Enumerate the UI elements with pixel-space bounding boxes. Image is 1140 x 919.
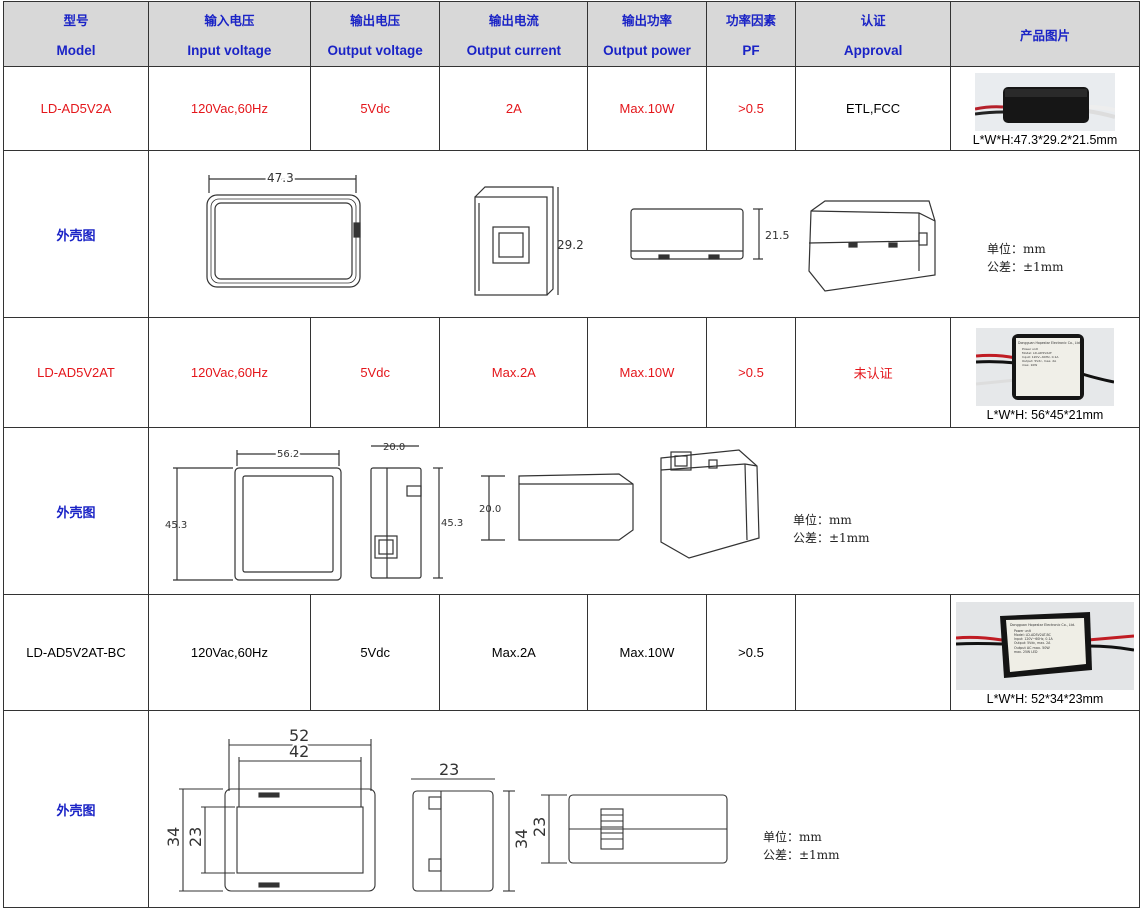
- model-cell: LD-AD5V2A: [3, 66, 149, 151]
- svg-text:max. 10W: max. 10W: [1022, 363, 1037, 367]
- housing-drawing: 52 42 34 23 23 34 23 单位：mm 公差：±1mm: [164, 726, 840, 892]
- dim-width-side: 34: [512, 829, 531, 849]
- product-dimensions: L*W*H: 52*34*23mm: [986, 691, 1104, 706]
- spec-table: 型号 Model 输入电压 Input voltage 输出电压 Output …: [3, 1, 1140, 908]
- unit-note: 单位：mm: [763, 829, 822, 844]
- pf-cell: >0.5: [705, 594, 797, 711]
- approval-cell: ETL,FCC: [795, 66, 951, 151]
- dim-length: 47.3: [267, 171, 294, 185]
- input-cell: 120Vac,60Hz: [148, 594, 311, 711]
- tolerance-note: 公差：±1mm: [987, 260, 1064, 274]
- table-row: LD-AD5V2AT-BC 120Vac,60Hz 5Vdc Max.2A Ma…: [3, 594, 1140, 711]
- svg-text:Dongguan Hopestar Electronic C: Dongguan Hopestar Electronic Co., Ltd.: [1010, 623, 1075, 627]
- housing-drawing: 47.3 29.2 21.5 单位：mm 公差：±1mm: [206, 169, 1064, 296]
- drawing-label: 外壳图: [3, 427, 149, 595]
- svg-text:Dongguan Hopestar Electronic C: Dongguan Hopestar Electronic Co., Ltd.: [1018, 341, 1081, 345]
- output-current-cell: Max.2A: [439, 594, 589, 711]
- model-cell: LD-AD5V2AT: [3, 317, 149, 428]
- header-photo: 产品图片: [949, 1, 1140, 67]
- dim-length-outer: 52: [289, 726, 309, 745]
- dim-height-top: 23: [530, 817, 549, 837]
- product-photo-cell: Dongguan Hopestar Electronic Co., Ltd. P…: [949, 317, 1140, 428]
- header-output-power: 输出功率 Output power: [587, 1, 707, 67]
- svg-text:Input: 120V~60Hz, 0.1A: Input: 120V~60Hz, 0.1A: [1022, 355, 1059, 359]
- output-voltage-cell: 5Vdc: [309, 317, 441, 428]
- svg-text:Output: 5Vdc, max. 2A: Output: 5Vdc, max. 2A: [1022, 359, 1057, 363]
- dim-height-side: 20.0: [383, 442, 405, 453]
- housing-drawing-cell: 52 42 34 23 23 34 23 单位：mm 公差：±1mm: [148, 710, 1140, 908]
- product-photo-cell: L*W*H:47.3*29.2*21.5mm: [949, 66, 1140, 151]
- drawing-label: 外壳图: [3, 710, 149, 908]
- dim-width-side: 45.3: [441, 518, 463, 529]
- approval-cell: 未认证: [795, 317, 951, 428]
- product-photo-cell: Dongguan Hopestar Electronic Co., Ltd. P…: [949, 594, 1140, 711]
- dim-length: 56.2: [277, 449, 299, 460]
- pf-cell: >0.5: [705, 66, 797, 151]
- drawing-row: 外壳图: [3, 427, 1140, 595]
- svg-text:Input: 120V~60Hz, 0.1A: Input: 120V~60Hz, 0.1A: [1014, 637, 1053, 641]
- output-current-cell: 2A: [439, 66, 589, 151]
- product-dimensions: L*W*H:47.3*29.2*21.5mm: [972, 132, 1118, 147]
- header-pf: 功率因素 PF: [705, 1, 797, 67]
- svg-text:Output AC max. 50W: Output AC max. 50W: [1014, 646, 1050, 650]
- product-dimensions: L*W*H: 56*45*21mm: [986, 407, 1104, 422]
- svg-text:Output: 5Vdc, max. 2A: Output: 5Vdc, max. 2A: [1014, 641, 1051, 645]
- svg-text:Model: LD-AD5V2AT: Model: LD-AD5V2AT: [1022, 351, 1052, 355]
- header-output-voltage: 输出电压 Output voltage: [309, 1, 441, 67]
- dim-width-inner: 23: [186, 827, 205, 847]
- drawing-row: 外壳图: [3, 150, 1140, 318]
- tolerance-note: 公差：±1mm: [763, 848, 840, 862]
- output-voltage-cell: 5Vdc: [309, 66, 441, 151]
- housing-drawing-cell: 47.3 29.2 21.5 单位：mm 公差：±1mm: [148, 150, 1140, 318]
- table-row: LD-AD5V2AT 120Vac,60Hz 5Vdc Max.2A Max.1…: [3, 317, 1140, 428]
- input-cell: 120Vac,60Hz: [148, 66, 311, 151]
- table-row: LD-AD5V2A 120Vac,60Hz 5Vdc 2A Max.10W >0…: [3, 66, 1140, 151]
- header-approval: 认证 Approval: [795, 1, 951, 67]
- tolerance-note: 公差：±1mm: [793, 531, 870, 545]
- dim-width-outer: 34: [164, 827, 183, 847]
- output-voltage-cell: 5Vdc: [309, 594, 441, 711]
- pf-cell: >0.5: [705, 317, 797, 428]
- housing-drawing-cell: 56.2 20.0 45.3 45.3 20.0 单位：mm 公差：±1mm: [148, 427, 1140, 595]
- output-current-cell: Max.2A: [439, 317, 589, 428]
- svg-text:max. 25W LED: max. 25W LED: [1014, 650, 1038, 654]
- product-photo: Dongguan Hopestar Electronic Co., Ltd. P…: [955, 601, 1134, 690]
- svg-text:Power unit: Power unit: [1014, 629, 1032, 633]
- product-photo: [974, 72, 1115, 131]
- svg-text:Model: LD-AD5V2AT-BC: Model: LD-AD5V2AT-BC: [1014, 633, 1052, 637]
- header-row: 型号 Model 输入电压 Input voltage 输出电压 Output …: [3, 1, 1140, 67]
- dim-thickness: 23: [439, 760, 459, 779]
- dim-width: 29.2: [557, 238, 584, 252]
- header-input-voltage: 输入电压 Input voltage: [148, 1, 311, 67]
- output-power-cell: Max.10W: [587, 66, 707, 151]
- svg-text:Power unit: Power unit: [1022, 347, 1039, 351]
- approval-cell: [795, 594, 951, 711]
- header-model: 型号 Model: [3, 1, 149, 67]
- unit-note: 单位：mm: [793, 512, 852, 527]
- input-cell: 120Vac,60Hz: [148, 317, 311, 428]
- header-output-current: 输出电流 Output current: [439, 1, 589, 67]
- output-power-cell: Max.10W: [587, 594, 707, 711]
- dim-length-inner: 42: [289, 742, 309, 761]
- drawing-row: 外壳图: [3, 710, 1140, 908]
- output-power-cell: Max.10W: [587, 317, 707, 428]
- dim-height: 21.5: [765, 229, 790, 242]
- unit-note: 单位：mm: [987, 241, 1046, 256]
- dim-width: 45.3: [165, 520, 187, 531]
- dim-height-top: 20.0: [479, 504, 501, 515]
- product-photo: Dongguan Hopestar Electronic Co., Ltd. P…: [975, 327, 1114, 406]
- model-cell: LD-AD5V2AT-BC: [3, 594, 149, 711]
- drawing-label: 外壳图: [3, 150, 149, 318]
- housing-drawing: 56.2 20.0 45.3 45.3 20.0 单位：mm 公差：±1mm: [165, 442, 870, 581]
